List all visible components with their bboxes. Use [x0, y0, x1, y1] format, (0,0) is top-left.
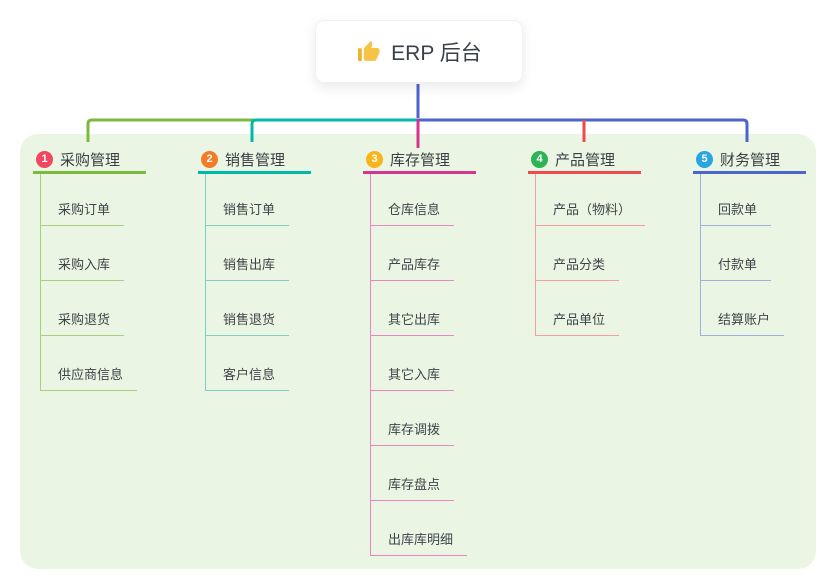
node-item[interactable]: 出库库明细 — [371, 501, 468, 556]
branch-finance: 5 财务管理 回款单 付款单 结算账户 — [693, 147, 806, 336]
branches-background-panel — [20, 134, 816, 569]
node-item[interactable]: 客户信息 — [206, 336, 290, 391]
branch-number-badge: 3 — [366, 150, 383, 168]
node-item[interactable]: 产品分类 — [536, 226, 620, 281]
branch-title-label: 采购管理 — [60, 151, 121, 169]
branch-sales: 2 销售管理 销售订单 销售出库 销售退货 客户信息 — [198, 147, 311, 391]
branch-children: 采购订单 采购入库 采购退货 供应商信息 — [40, 174, 146, 391]
branch-number-badge: 5 — [696, 150, 713, 168]
node-item[interactable]: 产品库存 — [371, 226, 455, 281]
branch-title-label: 财务管理 — [720, 151, 781, 169]
node-item[interactable]: 其它入库 — [371, 336, 455, 391]
branch-procurement: 1 采购管理 采购订单 采购入库 采购退货 供应商信息 — [33, 147, 146, 391]
branch-title-product[interactable]: 4 产品管理 — [528, 147, 641, 174]
node-item[interactable]: 库存盘点 — [371, 446, 455, 501]
branch-title-sales[interactable]: 2 销售管理 — [198, 147, 311, 174]
branch-title-label: 库存管理 — [390, 151, 451, 169]
branch-number-badge: 2 — [201, 150, 218, 168]
node-item[interactable]: 采购退货 — [41, 281, 125, 336]
thumbs-up-icon — [356, 39, 381, 64]
node-item[interactable]: 结算账户 — [701, 281, 785, 336]
branch-number-badge: 4 — [531, 150, 548, 168]
branch-inventory: 3 库存管理 仓库信息 产品库存 其它出库 其它入库 库存调拨 库存盘点 出库库… — [363, 147, 476, 556]
node-item[interactable]: 采购订单 — [41, 174, 125, 226]
branch-title-label: 产品管理 — [555, 151, 616, 169]
branch-title-procurement[interactable]: 1 采购管理 — [33, 147, 146, 174]
node-item[interactable]: 销售出库 — [206, 226, 290, 281]
branch-title-inventory[interactable]: 3 库存管理 — [363, 147, 476, 174]
node-item[interactable]: 库存调拨 — [371, 391, 455, 446]
branch-children: 仓库信息 产品库存 其它出库 其它入库 库存调拨 库存盘点 出库库明细 — [370, 174, 476, 556]
root-node[interactable]: ERP 后台 — [315, 20, 523, 83]
branch-children: 产品（物料） 产品分类 产品单位 — [535, 174, 646, 336]
node-item[interactable]: 销售退货 — [206, 281, 290, 336]
branch-number-badge: 1 — [36, 150, 53, 168]
branch-product: 4 产品管理 产品（物料） 产品分类 产品单位 — [528, 147, 646, 336]
node-item[interactable]: 采购入库 — [41, 226, 125, 281]
node-item[interactable]: 销售订单 — [206, 174, 290, 226]
branch-children: 回款单 付款单 结算账户 — [700, 174, 806, 336]
node-item[interactable]: 付款单 — [701, 226, 772, 281]
branch-children: 销售订单 销售出库 销售退货 客户信息 — [205, 174, 311, 391]
node-item[interactable]: 仓库信息 — [371, 174, 455, 226]
node-item[interactable]: 供应商信息 — [41, 336, 138, 391]
root-title: ERP 后台 — [391, 41, 482, 65]
node-item[interactable]: 回款单 — [701, 174, 772, 226]
branch-title-label: 销售管理 — [225, 151, 286, 169]
node-item[interactable]: 其它出库 — [371, 281, 455, 336]
node-item[interactable]: 产品（物料） — [536, 174, 646, 226]
branch-title-finance[interactable]: 5 财务管理 — [693, 147, 806, 174]
node-item[interactable]: 产品单位 — [536, 281, 620, 336]
